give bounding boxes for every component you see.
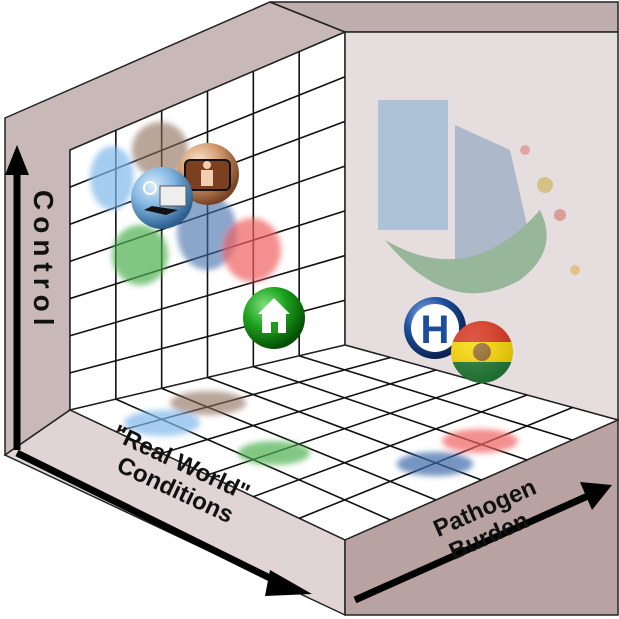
real-world-axis-arrow [15, 449, 312, 596]
clinic-sphere[interactable] [177, 143, 239, 205]
lab-sphere[interactable] [131, 167, 193, 229]
bolivia-sphere[interactable] [450, 320, 514, 384]
home-sphere[interactable] [243, 287, 305, 349]
grid-line [69, 254, 346, 337]
control-axis-arrow [5, 145, 29, 450]
projections [90, 122, 518, 476]
lab-computer-icon [143, 181, 187, 215]
hospital-h-icon: H [421, 308, 450, 352]
pathogen-axis-arrow [353, 482, 612, 604]
watermark-logo [378, 100, 580, 294]
control-label: Control [28, 190, 59, 332]
grid-line [161, 369, 437, 455]
hospital-sphere[interactable]: H [404, 297, 466, 359]
house-icon [258, 298, 290, 333]
grid-line [253, 394, 528, 498]
